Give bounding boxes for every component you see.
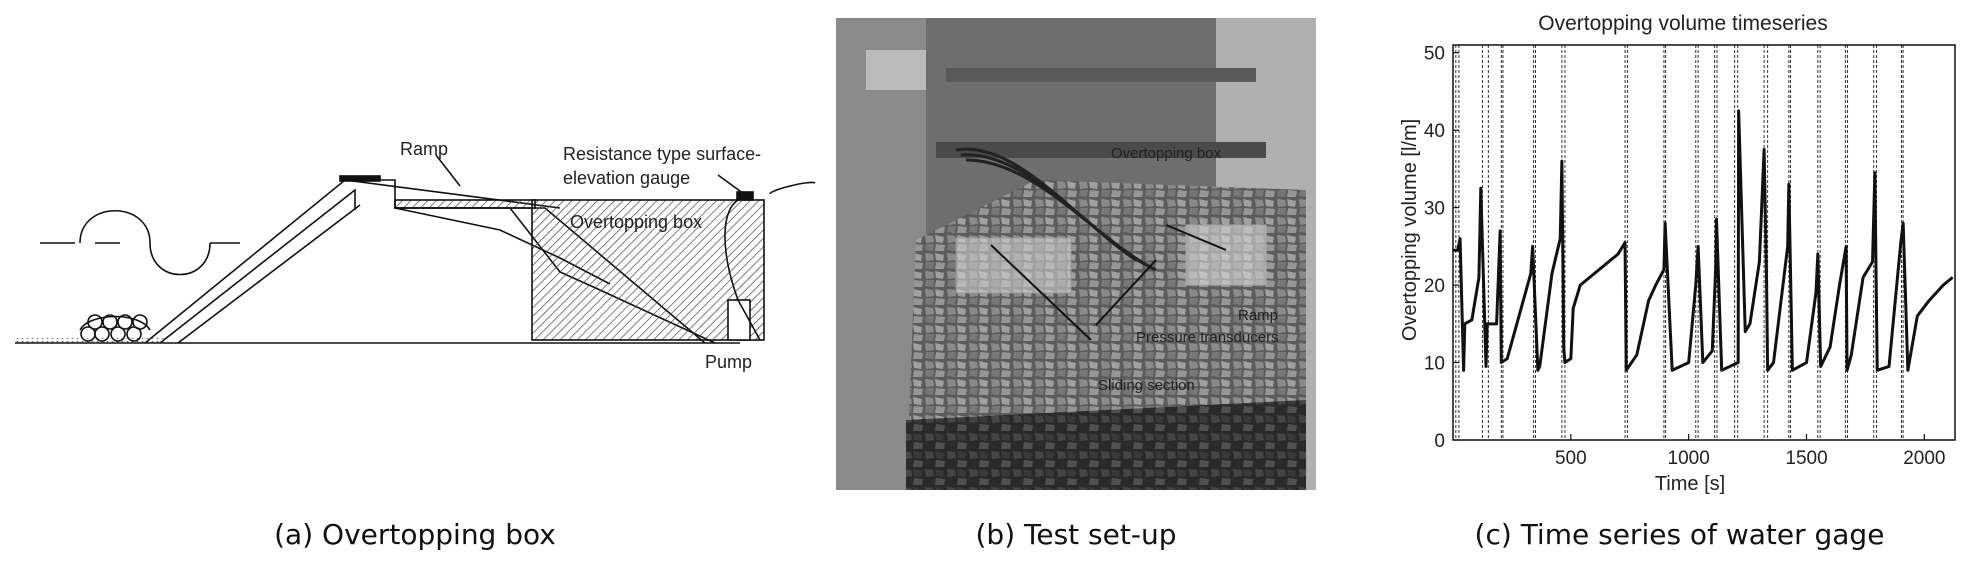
event-markers (1455, 45, 1904, 440)
overtopping-volume-chart: Overtopping volume timeseries Overtoppin… (1399, 12, 1956, 495)
steel-beam (946, 68, 1256, 82)
wave-icon (79, 210, 211, 276)
chart-title: Overtopping volume timeseries (1538, 12, 1827, 35)
x-tick-label-3: 2000 (1903, 448, 1945, 469)
photo-label-box: Overtopping box (1111, 145, 1222, 162)
photo-label-transducers: Pressure transducers (1136, 329, 1279, 346)
x-tick-label-0: 500 (1555, 448, 1587, 469)
caption-a: (a) Overtopping box (274, 518, 556, 551)
overtopping-box-diagram: Ramp Resistance type surface- elevation … (15, 139, 816, 372)
x-tick-label-2: 1500 (1785, 448, 1827, 469)
y-tick-label-4: 40 (1424, 121, 1445, 142)
y-tick-label-1: 10 (1424, 354, 1445, 375)
test-setup-photo: Overtopping box Ramp Pressure transducer… (836, 18, 1316, 490)
gauge-wire (724, 181, 816, 301)
plot-frame (1452, 44, 1956, 441)
x-tick-label-1: 1000 (1668, 448, 1710, 469)
y-axis-label: Overtopping volume [l/m] (1399, 119, 1421, 341)
panel-test-setup: Overtopping box Ramp Pressure transducer… (836, 0, 1316, 561)
label-gauge-1: Resistance type surface- (563, 144, 761, 164)
pump-icon (727, 299, 751, 341)
caption-c: (c) Time series of water gage (1474, 518, 1885, 551)
tick-group: 500 1000 1500 2000 0 10 20 30 40 50 (1424, 44, 1946, 469)
y-tick-label-2: 20 (1424, 276, 1445, 297)
crest-cap (339, 175, 381, 182)
equipment (866, 50, 926, 90)
label-pump: Pump (705, 352, 752, 372)
cables (955, 147, 1157, 272)
x-axis-label: Time [s] (1655, 473, 1725, 495)
photo-label-ramp: Ramp (1238, 307, 1278, 324)
panel-overtopping-box: Ramp Resistance type surface- elevation … (0, 0, 830, 561)
label-gauge-2: elevation gauge (563, 168, 690, 188)
label-overtopping-box: Overtopping box (570, 212, 702, 232)
photo-label-sliding: Sliding section (1098, 377, 1195, 394)
label-ramp: Ramp (400, 139, 448, 159)
caption-b: (b) Test set-up (975, 518, 1177, 551)
y-tick-label-5: 50 (1424, 44, 1445, 65)
series-group (1453, 109, 1954, 372)
panel-time-series: Overtopping volume timeseries Overtoppin… (1378, 0, 1981, 561)
gauge-sensor (736, 191, 754, 201)
series-line-0 (1453, 109, 1954, 372)
y-tick-label-3: 30 (1424, 199, 1445, 220)
y-tick-label-0: 0 (1434, 431, 1445, 452)
